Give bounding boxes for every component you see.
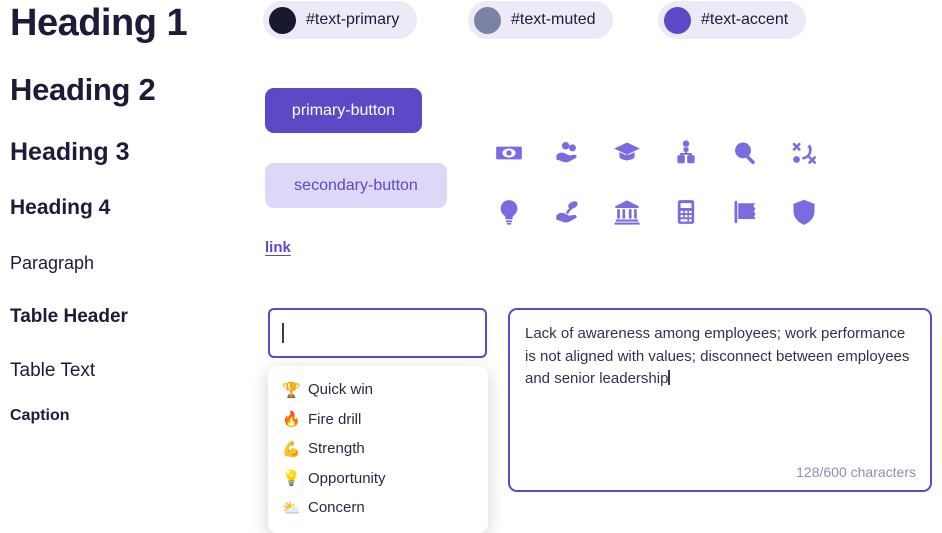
dropdown-item-opportunity[interactable]: 💡 Opportunity xyxy=(268,464,488,494)
dropdown-item-quick-win[interactable]: 🏆 Quick win xyxy=(268,375,488,405)
fire-icon: 🔥 xyxy=(282,411,301,429)
swatch-text-primary: #text-primary xyxy=(263,1,418,39)
strategy-icon xyxy=(790,139,818,167)
shield-icon xyxy=(790,198,818,226)
heading2-sample: Heading 2 xyxy=(10,72,156,107)
paragraph-sample: Paragraph xyxy=(10,253,95,273)
calculator-icon xyxy=(672,198,700,226)
bank-icon xyxy=(613,198,641,226)
hand-holding-leaf-icon xyxy=(554,198,582,226)
flag-icon xyxy=(731,198,759,226)
icon-grid-row-2 xyxy=(495,198,818,226)
primary-button[interactable]: primary-button xyxy=(265,88,422,133)
bulb-icon: 💡 xyxy=(282,470,301,488)
dropdown-item-label: Concern xyxy=(308,499,365,517)
dropdown-item-label: Fire drill xyxy=(308,410,362,428)
table-header-sample: Table Header xyxy=(10,306,128,327)
text-muted-color-dot xyxy=(474,6,501,34)
swatch-text-accent: #text-accent xyxy=(658,1,807,39)
table-text-sample: Table Text xyxy=(10,360,96,381)
text-accent-color-dot xyxy=(664,6,691,34)
graduation-cap-icon xyxy=(613,139,641,167)
dropdown-item-label: Strength xyxy=(308,440,365,458)
combobox-dropdown: 🏆 Quick win 🔥 Fire drill 💪 Strength 💡 Op… xyxy=(268,366,488,533)
trophy-icon: 🏆 xyxy=(282,381,301,399)
heading4-sample: Heading 4 xyxy=(10,196,111,219)
money-bill-icon xyxy=(495,139,523,167)
icon-grid-row-1 xyxy=(495,139,818,167)
muscle-icon: 💪 xyxy=(282,440,301,458)
dropdown-item-label: Opportunity xyxy=(308,469,386,487)
text-primary-color-dot xyxy=(269,6,296,34)
dropdown-item-label: Quick win xyxy=(308,381,374,399)
caption-sample: Caption xyxy=(10,407,70,424)
description-textarea[interactable]: Lack of awareness among employees; work … xyxy=(508,308,932,492)
cloud-icon: ⛅ xyxy=(282,499,301,517)
dropdown-item-fire-drill[interactable]: 🔥 Fire drill xyxy=(268,405,488,435)
heading1-sample: Heading 1 xyxy=(10,2,188,44)
link[interactable]: link xyxy=(265,239,291,256)
search-icon xyxy=(731,139,759,167)
secondary-button[interactable]: secondary-button xyxy=(265,163,447,208)
lightbulb-icon xyxy=(495,198,523,226)
heading3-sample: Heading 3 xyxy=(10,138,130,166)
swatch-label: #text-primary xyxy=(306,11,400,28)
text-cursor xyxy=(282,323,284,343)
text-cursor xyxy=(668,370,670,385)
swatch-label: #text-accent xyxy=(701,11,789,28)
swatch-text-muted: #text-muted xyxy=(468,1,614,39)
org-chart-icon xyxy=(672,139,700,167)
combobox-input[interactable] xyxy=(268,308,487,358)
character-counter: 128/600 characters xyxy=(796,464,916,480)
swatch-label: #text-muted xyxy=(511,11,596,28)
dropdown-item-concern[interactable]: ⛅ Concern xyxy=(268,493,488,523)
textarea-value: Lack of awareness among employees; work … xyxy=(525,325,910,387)
hand-holding-coins-icon xyxy=(554,139,582,167)
dropdown-item-strength[interactable]: 💪 Strength xyxy=(268,434,488,464)
